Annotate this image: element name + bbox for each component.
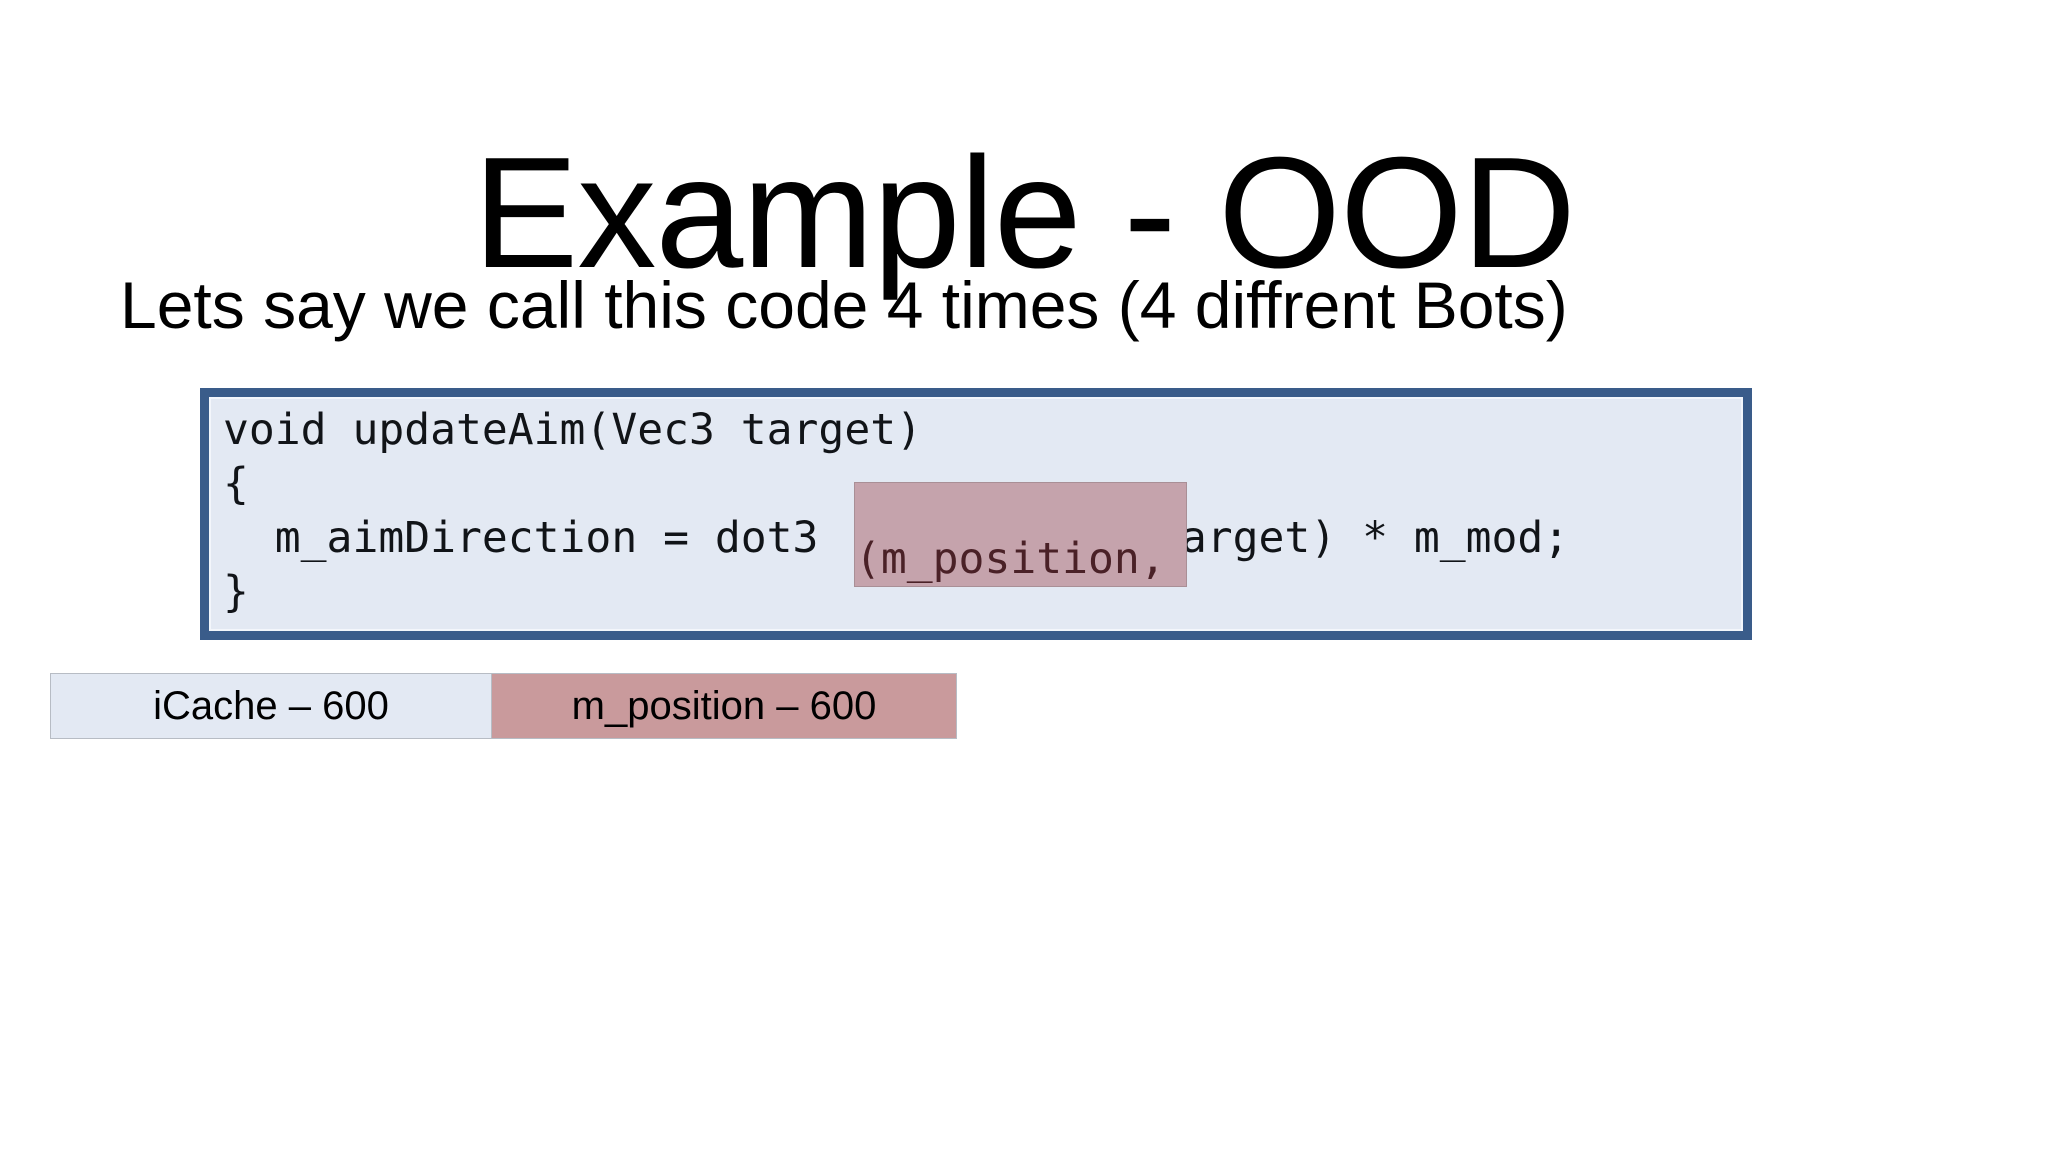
code-block: void updateAim(Vec3 target){ m_aimDirect…: [200, 388, 1752, 640]
code-line-3-suffix: target) * m_mod;: [1154, 513, 1570, 563]
memory-segment-m-position: m_position – 600: [491, 674, 956, 738]
slide-subtitle: Lets say we call this code 4 times (4 di…: [120, 268, 1568, 342]
code-line-3-prefix: m_aimDirection = dot3: [223, 513, 819, 563]
memory-segment-icache: iCache – 600: [51, 674, 491, 738]
page-title: Example - OOD: [472, 124, 1576, 301]
code-line-1: void updateAim(Vec3 target): [223, 405, 922, 455]
code-highlight-text: (m_position,: [855, 534, 1192, 584]
code-line-4: }: [223, 567, 249, 617]
memory-bar: iCache – 600 m_position – 600: [50, 673, 957, 739]
code-highlight-box: (m_position,: [854, 482, 1187, 587]
code-line-2: {: [223, 459, 249, 509]
